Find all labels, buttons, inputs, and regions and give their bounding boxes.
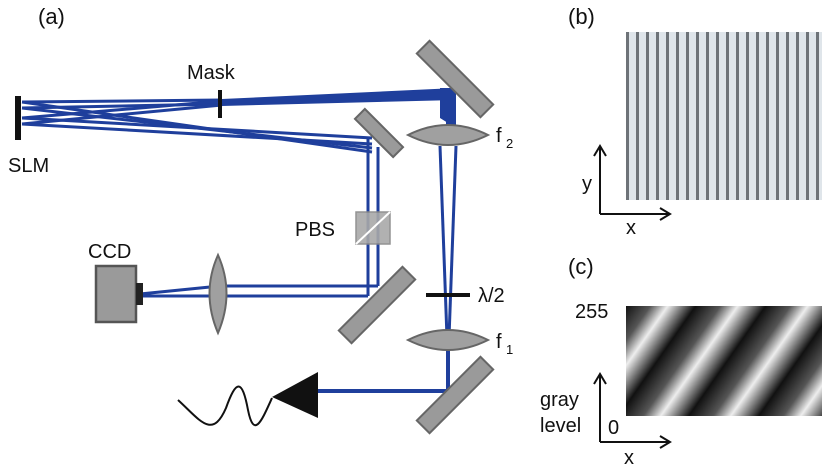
fringe-image-c [626, 306, 822, 416]
panel-c-label: (c) [568, 254, 594, 279]
beam-wide-top [440, 88, 456, 128]
ccd-label: CCD [88, 241, 131, 263]
mask-element [218, 90, 222, 118]
slm-label: SLM [8, 155, 49, 177]
axis-c-x: x [624, 447, 634, 468]
pbs-label: PBS [295, 219, 335, 241]
axis-b-x: x [626, 217, 636, 239]
ccd-lens [208, 252, 228, 336]
upper-small-mirror [353, 107, 405, 159]
axis-c-ylabel-1: gray [540, 389, 579, 411]
lens-f2 [405, 124, 491, 146]
ccd-camera [94, 264, 138, 324]
slm-device [15, 96, 21, 140]
lens-f1 [405, 329, 491, 351]
optical-fiber [177, 385, 273, 427]
halfwave-plate [426, 293, 470, 297]
fringe-image-b [626, 32, 822, 200]
f1-subscript: 1 [506, 342, 513, 357]
axis-c-ylabel-2: level [540, 415, 581, 437]
axis-c-max: 255 [575, 301, 608, 323]
beam-cone-right [447, 145, 458, 339]
mask-label: Mask [187, 62, 236, 84]
halfwave-label: λ/2 [478, 285, 505, 307]
bottom-mirror [415, 355, 495, 435]
top-mirror [415, 39, 495, 119]
beam-cone-left [438, 145, 449, 339]
axes-c [593, 372, 672, 449]
beam-wide [222, 88, 456, 106]
ccd-connector [136, 283, 143, 305]
pbs-diagonal [355, 211, 391, 245]
axis-b-y: y [582, 173, 592, 195]
f2-label: f [496, 125, 502, 147]
slm-beams [21, 98, 380, 298]
axes-b [593, 144, 672, 221]
fiber-collimator [272, 372, 318, 418]
panel-b-label: (b) [568, 4, 595, 29]
f1-label: f [496, 331, 502, 353]
panel-a-label: (a) [38, 4, 65, 29]
f2-subscript: 2 [506, 136, 513, 151]
lower-left-mirror [337, 265, 417, 345]
axis-c-min: 0 [608, 417, 619, 439]
